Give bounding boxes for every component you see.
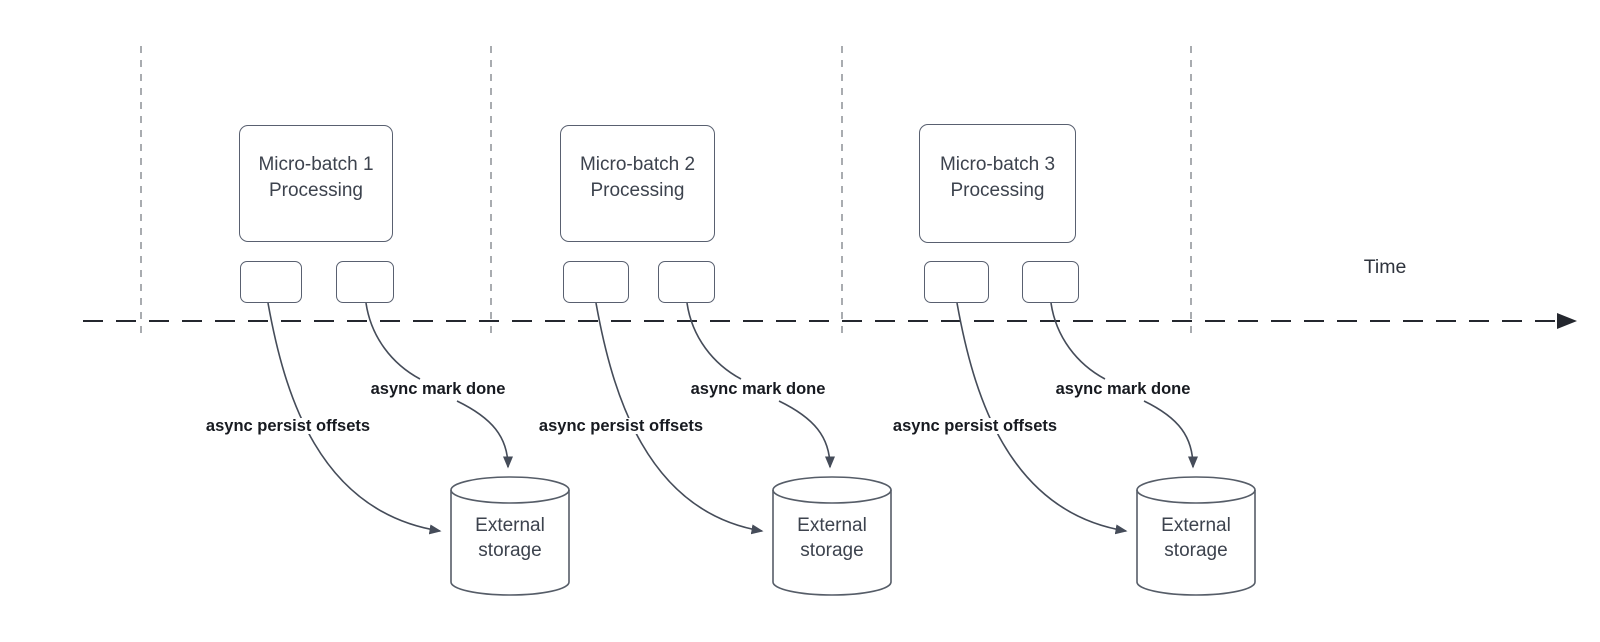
- cylinder-body-2: [772, 476, 892, 596]
- external-storage-label-3: External storage: [1161, 515, 1231, 561]
- cylinder-lid-3: [1136, 489, 1256, 504]
- micro-batch-2-offset-stub: [563, 261, 629, 303]
- micro-batch-3-offset-stub: [924, 261, 989, 303]
- cylinder-lid-2: [772, 489, 892, 504]
- external-storage-label-1: External storage: [475, 515, 545, 561]
- micro-batch-1-done-stub: [336, 261, 394, 303]
- mark-done-arrow-3-start: [1050, 302, 1106, 380]
- mark-done-arrow-1-start: [365, 302, 421, 380]
- storage-cylinder-3: [1136, 476, 1256, 596]
- cylinder-lid-1: [450, 489, 570, 504]
- micro-batch-1-box: Micro-batch 1 Processing: [239, 125, 393, 242]
- persist-offsets-label-1: async persist offsets: [202, 418, 374, 434]
- mark-done-arrow-1-end: [456, 400, 513, 469]
- cylinder-body-1: [450, 476, 570, 596]
- mark-done-label-2: async mark done: [687, 381, 829, 397]
- micro-batch-2-done-stub: [658, 261, 715, 303]
- persist-offsets-arrow-2: [595, 302, 764, 535]
- persist-offsets-label-3: async persist offsets: [889, 418, 1061, 434]
- persist-offsets-arrow-3: [956, 302, 1128, 535]
- persist-offsets-arrow-1: [267, 302, 442, 535]
- storage-cylinder-2: [772, 476, 892, 596]
- cylinder-body-3: [1136, 476, 1256, 596]
- storage-cylinder-1: [450, 476, 570, 596]
- mark-done-arrow-2-end: [778, 400, 835, 469]
- external-storage-label-2: External storage: [797, 515, 867, 561]
- mark-done-arrow-2-start: [686, 302, 742, 380]
- mark-done-arrow-3-end: [1143, 400, 1198, 469]
- micro-batch-2-box: Micro-batch 2 Processing: [560, 125, 715, 242]
- persist-offsets-label-2: async persist offsets: [535, 418, 707, 434]
- micro-batch-1-offset-stub: [240, 261, 302, 303]
- micro-batch-3-box: Micro-batch 3 Processing: [919, 124, 1076, 243]
- micro-batch-3-done-stub: [1022, 261, 1079, 303]
- mark-done-label-1: async mark done: [367, 381, 509, 397]
- time-axis-label: Time: [1363, 256, 1407, 278]
- mark-done-label-3: async mark done: [1052, 381, 1194, 397]
